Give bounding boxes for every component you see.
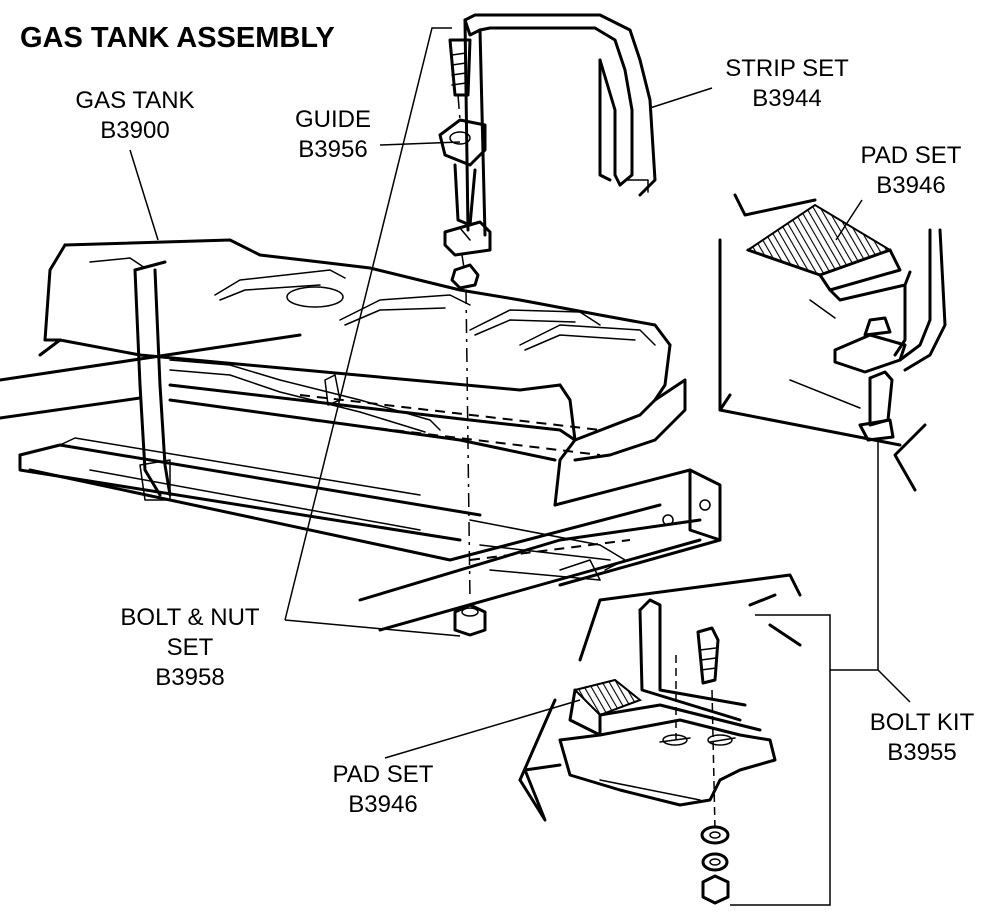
label-bolt-nut-set-line1: BOLT & NUT: [120, 604, 260, 631]
label-bolt-nut-set-part: B3958: [155, 664, 225, 691]
label-bolt-nut-set-line2: SET: [166, 634, 214, 661]
guide-drawing: [438, 38, 492, 637]
label-guide: GUIDE B3956: [284, 105, 382, 165]
label-gas-tank-name: GAS TANK: [75, 87, 195, 114]
label-guide-part: B3956: [298, 136, 368, 163]
label-pad-set-lower-name: PAD SET: [332, 761, 434, 788]
label-strip-set-part: B3944: [752, 85, 822, 112]
label-gas-tank: GAS TANK B3900: [62, 86, 208, 146]
upper-inset-drawing: [718, 193, 947, 492]
leader-lines: [129, 27, 911, 906]
label-gas-tank-part: B3900: [100, 117, 170, 144]
label-pad-set-upper: PAD SET B3946: [846, 141, 976, 201]
label-bolt-nut-set: BOLT & NUT SET B3958: [100, 603, 280, 693]
label-bolt-kit-name: BOLT KIT: [869, 709, 975, 736]
label-bolt-kit: BOLT KIT B3955: [852, 708, 992, 768]
label-bolt-kit-part: B3955: [887, 739, 957, 766]
label-pad-set-lower: PAD SET B3946: [318, 760, 448, 820]
label-pad-set-lower-part: B3946: [348, 791, 418, 818]
diagram-title: GAS TANK ASSEMBLY: [20, 22, 335, 54]
label-pad-set-upper-part: B3946: [876, 172, 946, 199]
label-pad-set-upper-name: PAD SET: [860, 142, 962, 169]
gas-tank-drawing: [38, 238, 687, 507]
label-strip-set: STRIP SET B3944: [712, 54, 862, 114]
lower-inset-drawing: [518, 573, 802, 905]
label-guide-name: GUIDE: [294, 106, 371, 133]
frame-rails: [0, 333, 722, 632]
label-strip-set-name: STRIP SET: [725, 55, 849, 82]
strip-set-drawing: [463, 13, 657, 237]
